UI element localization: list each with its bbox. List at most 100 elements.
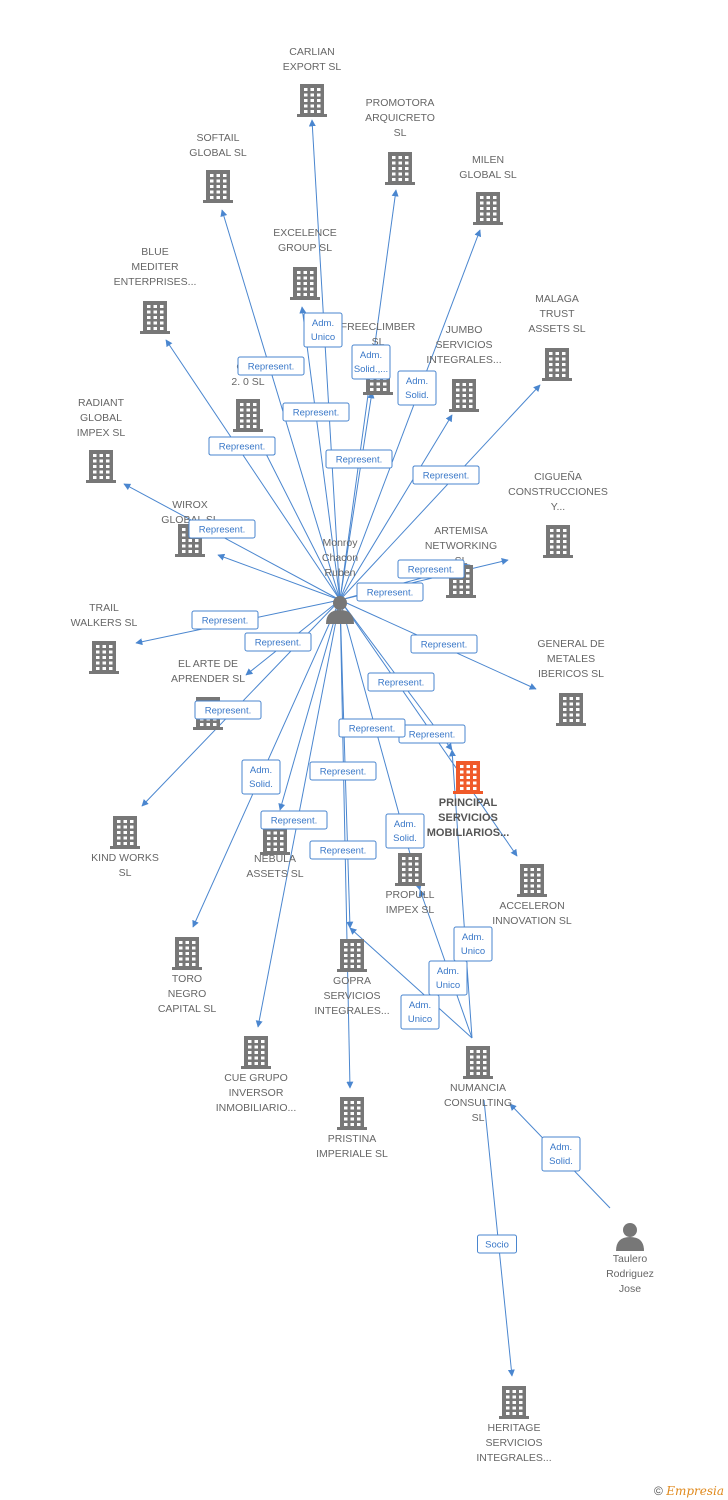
node-artemisa[interactable]: ARTEMISANETWORKINGSL: [425, 525, 497, 598]
building-icon: [233, 399, 263, 432]
edge-label-monroy-kindworks[interactable]: Represent.: [194, 700, 262, 720]
edge-label-monroy-elarte[interactable]: Represent.: [244, 632, 312, 652]
edge-label-box: [241, 759, 281, 795]
edge-label-text: Represent.: [349, 724, 395, 735]
node-label: PROMOTORA: [366, 97, 435, 109]
edge-label-monroy-gopra[interactable]: Represent.: [309, 761, 377, 781]
node-label: ASSETS SL: [246, 868, 303, 880]
building-icon: [543, 525, 573, 558]
edge-label-monroy-wirox[interactable]: Represent.: [188, 519, 256, 539]
node-jumbo[interactable]: JUMBOSERVICIOSINTEGRALES...: [426, 324, 502, 412]
edge-label-monroy-toro[interactable]: Adm.Solid.: [241, 759, 281, 795]
edge-label-monroy-promotora[interactable]: Adm. Solid.,...: [351, 344, 391, 380]
edge-label-numancia-propull[interactable]: Adm.Unico: [428, 960, 468, 996]
edge-label-box: [309, 761, 377, 781]
edge-monroy-freeclimber: [339, 391, 375, 601]
edge-label-monroy-general[interactable]: Represent.: [410, 634, 478, 654]
edge-label-monroy-excelence[interactable]: Represent.: [282, 402, 350, 422]
copyright-symbol: ©: [654, 1484, 663, 1498]
edge-label-monroy-milen[interactable]: Adm.Solid.: [397, 370, 437, 406]
edge-label-text: Adm.: [360, 350, 382, 361]
node-label: WIROX: [172, 499, 208, 511]
edge-label-monroy-softail[interactable]: Represent.: [237, 356, 305, 376]
edge-label-numancia-heritage[interactable]: Socio: [477, 1234, 517, 1254]
edge-label-monroy-freeclimber[interactable]: Represent.: [325, 449, 393, 469]
node-label: SL: [119, 867, 132, 879]
edge-label-box: [400, 994, 440, 1030]
edge-label-monroy-nebula[interactable]: Represent.: [260, 810, 328, 830]
edge-label-numancia-gopra[interactable]: Adm.Unico: [400, 994, 440, 1030]
edge-label-box: [410, 634, 478, 654]
node-label: CAPITAL SL: [158, 1003, 217, 1015]
node-label: EXPORT SL: [283, 61, 342, 73]
edge-label-monroy-principal[interactable]: Represent.: [398, 724, 466, 744]
building-icon: [517, 864, 547, 897]
edge-label-numancia-principal[interactable]: Adm.Unico: [453, 926, 493, 962]
edge-label-monroy-cuegrupo[interactable]: Represent.: [309, 840, 377, 860]
node-label: GOPRA: [333, 975, 371, 987]
node-label: Jose: [619, 1283, 641, 1295]
node-label: PRISTINA: [328, 1133, 376, 1145]
node-heritage[interactable]: HERITAGESERVICIOSINTEGRALES...: [476, 1386, 552, 1464]
edge-label-monroy-radiant[interactable]: Represent.: [208, 436, 276, 456]
edge-monroy-milen: [339, 229, 482, 601]
node-label: TRUST: [540, 308, 576, 320]
edge-monroy-excelence: [299, 306, 341, 601]
node-label: TRAIL: [89, 602, 119, 614]
edge-label-box: [412, 465, 480, 485]
edge-label-monroy-carlian[interactable]: Adm.Unico: [303, 312, 343, 348]
edge-label-monroy-pristina[interactable]: Represent.: [338, 718, 406, 738]
node-nebula[interactable]: NEBULA ASSETS SL: [246, 822, 304, 880]
edge-label-monroy-propull[interactable]: Adm.Solid.: [385, 813, 425, 849]
edge-label-monroy-acceleron[interactable]: Represent.: [367, 672, 435, 692]
edge-label-text: Represent.: [205, 706, 251, 717]
edge-label-box: [309, 840, 377, 860]
edge-label-text: Represent.: [336, 455, 382, 466]
node-pristina[interactable]: PRISTINA IMPERIALE SL: [316, 1097, 388, 1160]
node-gopra[interactable]: GOPRASERVICIOSINTEGRALES...: [314, 939, 390, 1017]
node-label: KIND WORKS: [91, 852, 159, 864]
node-label: CONSULTING: [444, 1097, 512, 1109]
node-label: NEBULA: [254, 853, 296, 865]
edge-label-monroy-ciguena[interactable]: Represent.: [356, 582, 424, 602]
edge-label-monroy-artemisa[interactable]: Represent.: [397, 559, 465, 579]
building-icon: [337, 939, 367, 972]
edge-label-text: Adm.: [550, 1142, 572, 1153]
node-label: IMPEX SL: [386, 904, 435, 916]
edges-layer: [123, 119, 611, 1377]
edge-label-text: Represent.: [320, 767, 366, 778]
edge-label-monroy-trail[interactable]: Represent.: [191, 610, 259, 630]
edge-label-text: Represent.: [367, 588, 413, 599]
node-label: IMPERIALE SL: [316, 1148, 388, 1160]
node-label: Taulero: [613, 1253, 648, 1265]
footer-brand[interactable]: © Empresia: [654, 1484, 724, 1498]
edge-label-text: Solid.,...: [354, 364, 388, 375]
edge-labels-layer: Adm.UnicoAdm.Solid.,...Represent.Adm.Sol…: [188, 312, 581, 1254]
node-label: ARTEMISA: [434, 525, 487, 537]
node-ciguena[interactable]: CIGUEÑACONSTRUCCIONESY...: [508, 470, 608, 558]
edge-label-text: Adm.: [312, 318, 334, 329]
node-cuegrupo[interactable]: CUE GRUPOINVERSORINMOBILIARIO...: [216, 1036, 297, 1114]
node-principal[interactable]: PRINCIPALSERVICIOSMOBILIARIOS...: [427, 761, 510, 839]
edge-label-taulero-numancia[interactable]: Adm.Solid.: [541, 1136, 581, 1172]
edge-label-text: Represent.: [293, 408, 339, 419]
node-blue[interactable]: BLUEMEDITERENTERPRISES...: [114, 246, 197, 334]
edge-label-monroy-malaga[interactable]: Represent.: [412, 465, 480, 485]
node-kindworks[interactable]: KIND WORKS SL: [91, 816, 159, 879]
building-icon: [172, 937, 202, 970]
